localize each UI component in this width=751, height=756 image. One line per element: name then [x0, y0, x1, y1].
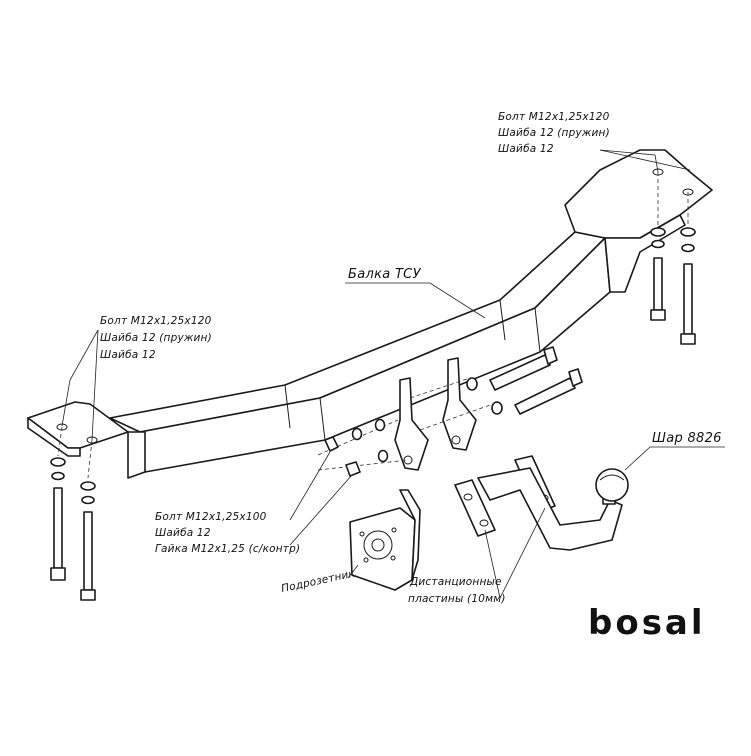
ball-hitch-part — [477, 467, 629, 551]
center-bolt-label-line-1: Болт М12х1,25х100 — [155, 511, 267, 523]
bosal-logo: bosal — [588, 603, 706, 643]
ball-label: Шар 8826 — [624, 431, 725, 471]
left-bolt-label-line-2: Шайба 12 (пружин) — [100, 332, 212, 344]
left-bolt-label: Болт М12х1,25х120 Шайба 12 (пружин) Шайб… — [61, 315, 212, 441]
center-mount-hardware — [317, 346, 583, 477]
right-bolt-label-line-2: Шайба 12 (пружин) — [498, 127, 610, 139]
socket-bracket-part — [349, 489, 421, 591]
center-bolt-label-line-3: Гайка М12х1,25 (с/контр) — [155, 543, 300, 555]
left-mount-bracket — [27, 401, 146, 479]
right-mount-bracket — [564, 149, 713, 293]
ball-label-text: Шар 8826 — [652, 431, 722, 446]
spacer-plates-label-line-2: пластины (10мм) — [408, 593, 506, 605]
right-bolt-label-line-1: Болт М12х1,25х120 — [498, 111, 610, 123]
socket-bracket-label: Подрозетник — [280, 564, 359, 595]
left-bolt-hardware — [50, 426, 96, 601]
beam-label-text: Балка ТСУ — [348, 267, 422, 282]
beam-label: Балка ТСУ — [345, 267, 486, 319]
socket-bracket-label-text: Подрозетник — [280, 567, 356, 594]
spacer-plates-label: Дистанционные пластины (10мм) — [408, 507, 546, 605]
right-bolt-label-line-3: Шайба 12 — [498, 143, 554, 155]
center-bolt-label-line-2: Шайба 12 — [155, 527, 211, 539]
left-bolt-label-line-3: Шайба 12 — [100, 349, 156, 361]
spacer-plates-label-line-1: Дистанционные — [409, 576, 502, 588]
right-bolt-hardware — [650, 172, 696, 345]
center-bolt-label: Болт М12х1,25х100 Шайба 12 Гайка М12х1,2… — [155, 451, 353, 555]
left-bolt-label-line-1: Болт М12х1,25х120 — [100, 315, 212, 327]
right-bolt-label: Болт М12х1,25х120 Шайба 12 (пружин) Шайб… — [498, 111, 691, 173]
